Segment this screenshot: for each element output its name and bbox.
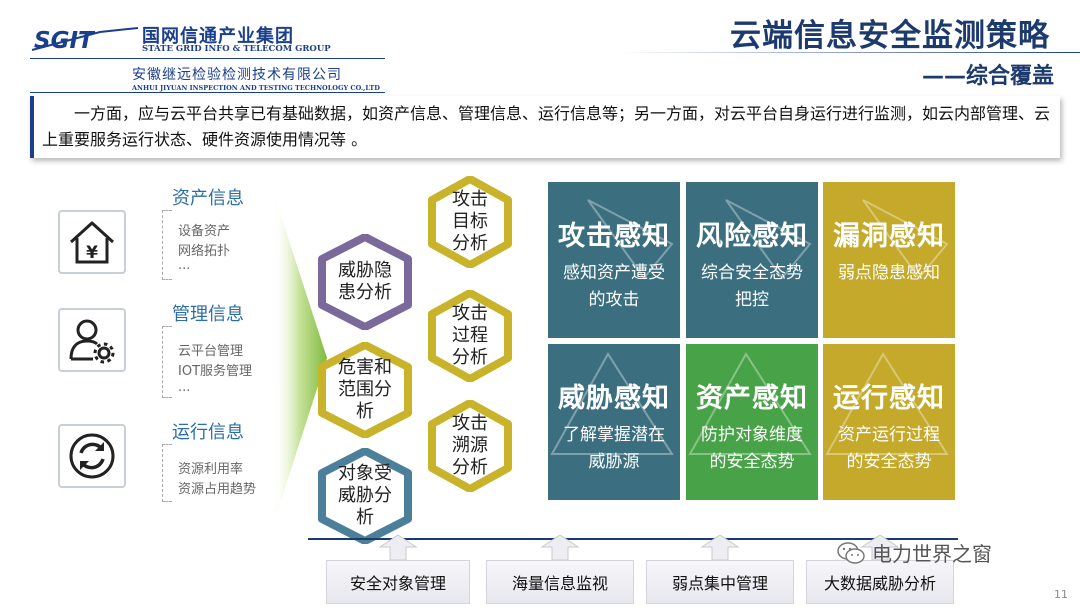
tile-attack-awareness: 攻击感知 感知资产遭受的攻击 bbox=[548, 182, 680, 338]
company-name-en: STATE GRID INFO & TELECOM GROUP bbox=[142, 44, 331, 54]
category-item: ... bbox=[178, 258, 191, 273]
category-item: 资源占用趋势 bbox=[178, 482, 257, 497]
tile-title: 运行感知 bbox=[833, 383, 945, 414]
house-yen-icon: ¥ bbox=[69, 221, 115, 264]
sgit-logo: SGIT bbox=[31, 27, 139, 54]
tile-title: 漏洞感知 bbox=[833, 221, 945, 252]
watermark: 电力世界之窗 bbox=[836, 538, 992, 567]
category-item: IOT服务管理 bbox=[178, 364, 253, 379]
svg-text:¥: ¥ bbox=[86, 243, 98, 263]
tile-desc: 了解掌握潜在威胁源 bbox=[563, 425, 665, 472]
page-title: 云端信息安全监测策略 bbox=[730, 18, 1050, 54]
tile-desc: 防护对象维度的安全态势 bbox=[701, 425, 803, 472]
tile-title: 资产感知 bbox=[696, 383, 808, 414]
security-object-management-box: 安全对象管理 bbox=[326, 560, 470, 604]
hex-label: 攻击溯源分析 bbox=[452, 413, 488, 478]
intro-text-box: 一方面，应与云平台共享已有基础数据，如资产信息、管理信息、运行信息等；另一方面，… bbox=[30, 96, 1060, 158]
category-title-management: 管理信息 bbox=[172, 304, 244, 325]
up-arrow-icon bbox=[378, 534, 418, 561]
sub-header-divider bbox=[30, 92, 385, 93]
tile-desc: 弱点隐患感知 bbox=[838, 263, 940, 283]
hex-attack-process-analysis: 攻击过程分析 bbox=[428, 290, 512, 382]
up-arrow-icon bbox=[700, 534, 740, 561]
category-bracket bbox=[162, 326, 172, 398]
page-subtitle: ——综合覆盖 bbox=[921, 64, 1054, 89]
tile-title: 威胁感知 bbox=[558, 383, 670, 414]
hex-label: 对象受威胁分析 bbox=[338, 463, 392, 528]
watermark-text: 电力世界之窗 bbox=[872, 542, 992, 566]
massive-info-monitoring-box: 海量信息监视 bbox=[486, 560, 634, 604]
hex-target-threat-analysis: 对象受威胁分析 bbox=[318, 448, 412, 544]
hex-label: 威胁隐患分析 bbox=[338, 260, 392, 303]
company-name-cn: 国网信通产业集团 bbox=[142, 26, 294, 47]
category-bracket bbox=[162, 210, 172, 280]
tile-vulnerability-awareness: 漏洞感知 弱点隐患感知 bbox=[823, 182, 955, 338]
category-title-runtime: 运行信息 bbox=[172, 422, 244, 443]
hex-label: 攻击过程分析 bbox=[452, 303, 488, 368]
hex-label: 攻击目标分析 bbox=[452, 189, 488, 254]
tile-title: 风险感知 bbox=[696, 221, 808, 252]
runtime-icon-box bbox=[58, 424, 126, 488]
sub-company-name-en: ANHUI JIYUAN INSPECTION AND TESTING TECH… bbox=[132, 84, 380, 92]
hex-threat-risk-analysis: 威胁隐患分析 bbox=[318, 234, 412, 330]
big-data-threat-analysis-box: 大数据威胁分析 bbox=[806, 560, 954, 604]
weakness-management-box: 弱点集中管理 bbox=[646, 560, 794, 604]
wechat-icon bbox=[837, 541, 865, 564]
category-item: 资源利用率 bbox=[178, 462, 244, 477]
tile-threat-awareness: 威胁感知 了解掌握潜在威胁源 bbox=[548, 344, 680, 500]
title-underline bbox=[620, 52, 1080, 53]
tile-operation-awareness: 运行感知 资产运行过程的安全态势 bbox=[823, 344, 955, 500]
hex-attack-target-analysis: 攻击目标分析 bbox=[428, 176, 512, 268]
hex-damage-scope-analysis: 危害和范围分析 bbox=[318, 342, 412, 438]
category-bracket bbox=[162, 444, 172, 502]
hex-label: 危害和范围分析 bbox=[338, 357, 392, 422]
category-item: 云平台管理 bbox=[178, 344, 244, 359]
tile-asset-awareness: 资产感知 防护对象维度的安全态势 bbox=[686, 344, 818, 500]
asset-icon-box: ¥ bbox=[58, 210, 126, 274]
base-line bbox=[308, 538, 958, 540]
tile-desc: 资产运行过程的安全态势 bbox=[838, 425, 940, 472]
category-item: 网络拓扑 bbox=[178, 244, 231, 259]
up-arrow-icon bbox=[540, 534, 580, 561]
refresh-icon bbox=[69, 433, 115, 479]
tile-risk-awareness: 风险感知 综合安全态势把控 bbox=[686, 182, 818, 338]
hex-attack-traceback-analysis: 攻击溯源分析 bbox=[428, 400, 512, 492]
user-gear-icon bbox=[69, 319, 115, 364]
logo-text: SGIT bbox=[34, 28, 96, 54]
sub-company-name-cn: 安徽继远检验检测技术有限公司 bbox=[132, 67, 342, 83]
category-item: ... bbox=[178, 380, 191, 395]
flow-arrow-shape bbox=[272, 188, 327, 528]
management-icon-box bbox=[58, 308, 126, 372]
header-divider bbox=[30, 58, 385, 59]
page-number: 11 bbox=[1054, 588, 1068, 601]
category-title-asset: 资产信息 bbox=[172, 188, 244, 209]
category-item: 设备资产 bbox=[178, 224, 231, 239]
tile-title: 攻击感知 bbox=[558, 221, 670, 252]
tile-desc: 综合安全态势把控 bbox=[701, 263, 803, 310]
tile-desc: 感知资产遭受的攻击 bbox=[563, 263, 665, 310]
